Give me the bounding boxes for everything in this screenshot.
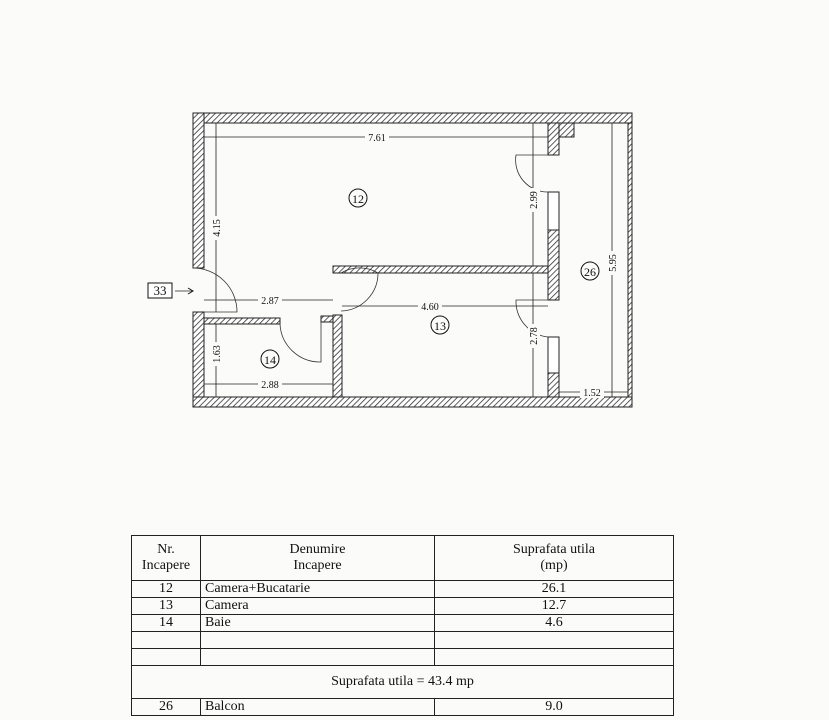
cell-name: Camera [200, 597, 435, 615]
room-label-26: 26 [584, 265, 596, 279]
cell-area: 9.0 [434, 698, 674, 716]
dim-2-88: 2.88 [261, 380, 279, 391]
header-name-2: Incapere [293, 558, 342, 573]
entrance-label: 33 [154, 283, 167, 298]
cell-name [200, 631, 435, 649]
room-label-14: 14 [264, 353, 276, 367]
dim-7-61: 7.61 [368, 133, 386, 144]
total-row: Suprafata utila = 43.4 mp [131, 665, 674, 699]
header-area: Suprafata utila [512, 542, 596, 557]
dimension-lines [175, 123, 628, 397]
dim-4-60: 4.60 [421, 302, 439, 313]
total-area: Suprafata utila = 43.4 mp [131, 665, 674, 699]
dim-4-15: 4.15 [212, 219, 223, 237]
cell-area [434, 631, 674, 649]
header-nr: Nr. [157, 542, 175, 557]
header-nr-2: Incapere [141, 558, 191, 573]
cell-name [200, 648, 435, 666]
room-label-13: 13 [434, 319, 446, 333]
dim-2-99: 2.99 [529, 191, 540, 209]
table-row [131, 648, 674, 666]
cell-area: 4.6 [434, 614, 674, 632]
cell-nr: 12 [131, 580, 201, 598]
cell-name: Camera+Bucatarie [200, 580, 435, 598]
entrance-arrow-icon [187, 287, 194, 295]
header-name: Denumire [289, 542, 346, 557]
cell-area: 12.7 [434, 597, 674, 615]
windows [547, 191, 560, 374]
cell-nr: 13 [131, 597, 201, 615]
cell-name: Baie [200, 614, 435, 632]
cell-nr [131, 648, 201, 666]
walls [192, 112, 633, 408]
floor-plan: 7.61 2.87 4.60 2.88 1.52 4.15 2.99 5.95 … [147, 112, 633, 408]
doors [192, 154, 549, 363]
dim-1-52: 1.52 [583, 388, 601, 399]
table-row [131, 631, 674, 649]
dim-2-87: 2.87 [261, 296, 279, 307]
room-label-12: 12 [352, 192, 364, 206]
cell-nr: 14 [131, 614, 201, 632]
cell-nr [131, 631, 201, 649]
cell-nr: 26 [131, 698, 201, 716]
cell-name: Balcon [200, 698, 435, 716]
dim-2-78: 2.78 [529, 327, 540, 345]
cell-area [434, 648, 674, 666]
cell-area: 26.1 [434, 580, 674, 598]
dim-5-95: 5.95 [608, 254, 619, 272]
header-area-unit: (mp) [540, 558, 568, 573]
dim-1-63: 1.63 [212, 345, 223, 363]
